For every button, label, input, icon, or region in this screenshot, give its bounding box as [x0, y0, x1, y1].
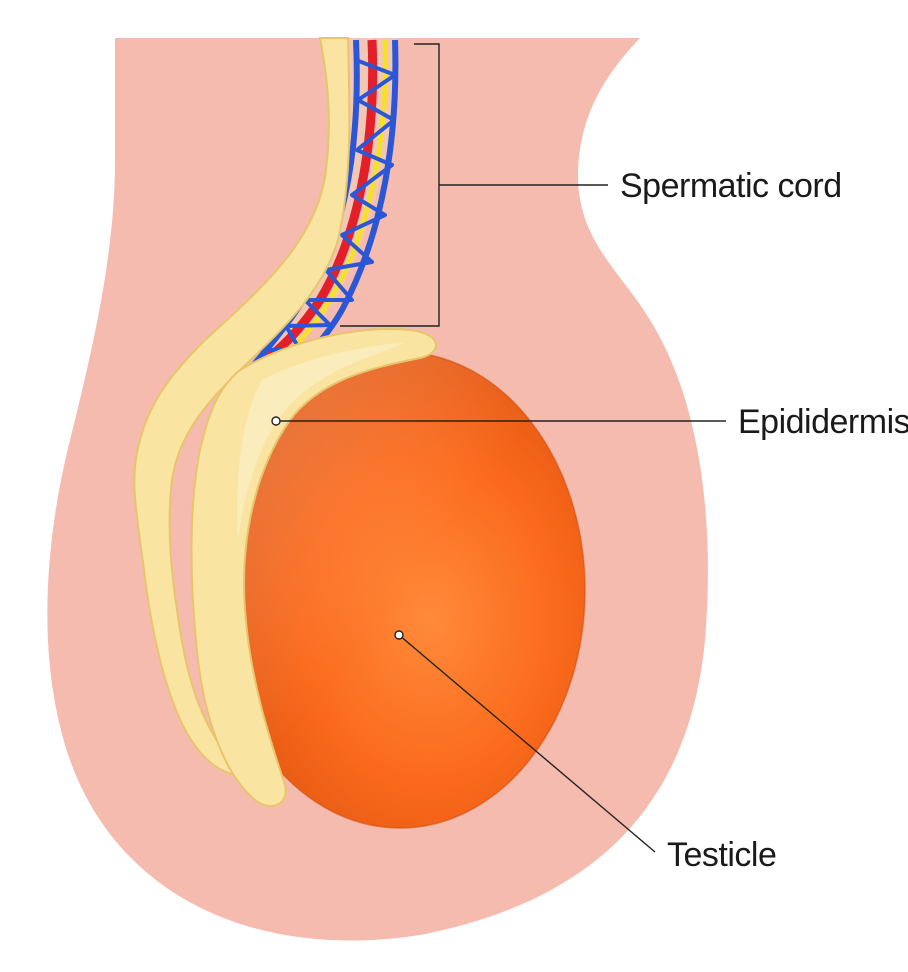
- spermatic-cord-callout: Spermatic cord: [340, 43, 842, 327]
- vas-deferens-tube: [133, 37, 351, 777]
- label-epididermis: Epididermis: [738, 403, 908, 441]
- label-testicle: Testicle: [667, 836, 776, 874]
- label-spermatic-cord: Spermatic cord: [620, 167, 842, 205]
- testicle-callout: Testicle: [394, 630, 777, 874]
- epididermis-callout: Epididermis: [271, 403, 908, 441]
